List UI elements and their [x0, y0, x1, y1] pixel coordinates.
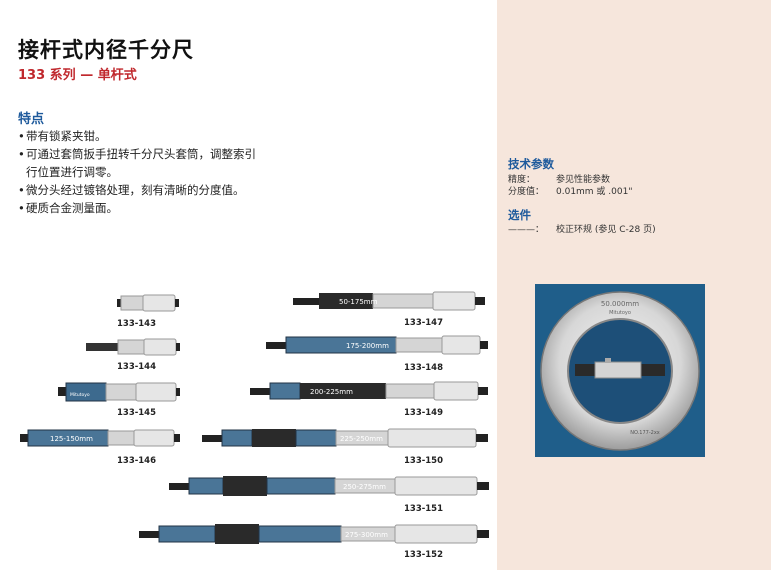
- options-heading: 选件: [508, 208, 531, 222]
- spec-value: 0.01mm 或 .001": [556, 187, 633, 197]
- product-code: 133-151: [404, 504, 444, 514]
- product-brand: Mitutoyo: [70, 392, 90, 398]
- spec-row-accuracy: 精度： 参见性能参数: [508, 172, 610, 185]
- micrometer-133-151: 250-275mm: [169, 474, 489, 498]
- product-range: 275-300mm: [345, 531, 388, 539]
- product-range: 250-275mm: [343, 483, 386, 491]
- product-code: 133-147: [404, 318, 444, 328]
- micrometer-133-143: [117, 292, 179, 314]
- spec-row-graduation: 分度值： 0.01mm 或 .001": [508, 184, 632, 197]
- spec-label: 分度值：: [508, 187, 545, 197]
- ring-gauge-photo: 50.000mm Mitutoyo NO.177-2xx: [535, 284, 705, 457]
- feature-item: 带有锁紧夹钳。: [18, 127, 258, 145]
- product-range: 225-250mm: [340, 435, 383, 443]
- micrometer-133-144: [86, 336, 180, 358]
- ring-label: 50.000mm: [601, 300, 639, 308]
- product-code: 133-144: [117, 362, 157, 372]
- product-code: 133-150: [404, 456, 444, 466]
- feature-item: 微分头经过镀铬处理，刻有清晰的分度值。: [18, 181, 258, 199]
- micrometer-133-149: 200-225mm: [250, 380, 488, 402]
- features-heading: 特点: [18, 112, 45, 127]
- product-range: 200-225mm: [310, 388, 353, 396]
- product-range: 50-175mm: [339, 298, 378, 306]
- ring-code: NO.177-2xx: [630, 430, 660, 436]
- product-code: 133-146: [117, 456, 157, 466]
- features-list: 带有锁紧夹钳。 可通过套筒扳手扭转千分尺头套筒，调整索引行位置进行调零。 微分头…: [18, 127, 258, 217]
- option-value: 校正环规 (参见 C-28 页): [556, 225, 656, 235]
- spec-value: 参见性能参数: [556, 175, 611, 185]
- micrometer-133-148: 175-200mm: [266, 334, 488, 356]
- option-label: ———：: [508, 225, 545, 235]
- product-code: 133-152: [404, 550, 444, 560]
- product-code: 133-148: [404, 363, 444, 373]
- product-range: 125-150mm: [50, 435, 93, 443]
- product-range: 175-200mm: [346, 342, 389, 350]
- micrometer-133-146: 125-150mm: [20, 427, 180, 449]
- ring-brand: Mitutoyo: [609, 310, 631, 316]
- series-subtitle: 133 系列 — 单杆式: [18, 68, 137, 83]
- micrometer-133-145: Mitutoyo: [58, 380, 180, 404]
- specs-heading: 技术参数: [508, 157, 554, 171]
- product-code: 133-149: [404, 408, 444, 418]
- micrometer-133-150: 225-250mm: [202, 427, 488, 449]
- product-code: 133-145: [117, 408, 157, 418]
- feature-item: 可通过套筒扳手扭转千分尺头套筒，调整索引行位置进行调零。: [18, 145, 258, 181]
- option-row: ———： 校正环规 (参见 C-28 页): [508, 222, 656, 235]
- feature-item: 硬质合金测量面。: [18, 199, 258, 217]
- micrometer-133-152: 275-300mm: [139, 522, 489, 546]
- page-title: 接杆式内径千分尺: [18, 38, 194, 62]
- product-code: 133-143: [117, 319, 157, 329]
- spec-label: 精度：: [508, 175, 536, 185]
- micrometer-133-147: 50-175mm: [293, 290, 485, 312]
